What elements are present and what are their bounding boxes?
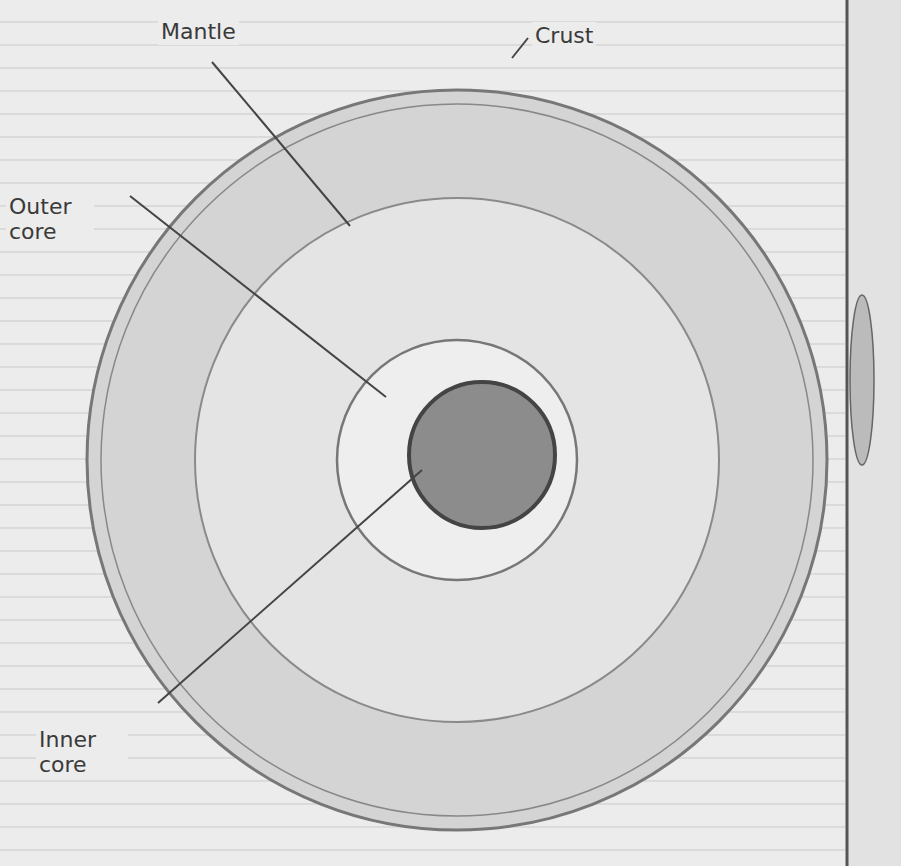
outer-core-label: Outer core — [6, 193, 94, 246]
binding-ring — [850, 295, 874, 465]
outer-core-circle — [337, 340, 577, 580]
crust-inner-edge — [101, 104, 813, 816]
binding-edge — [846, 0, 849, 866]
notebook-binding — [846, 0, 901, 866]
outer-core-leader — [130, 196, 386, 397]
ruled-lines — [0, 22, 845, 850]
inner-core-circle — [409, 382, 555, 528]
mantle-label: Mantle — [158, 18, 239, 45]
crust-leader — [512, 38, 528, 58]
crust-label: Crust — [532, 22, 596, 49]
inner-core-label: Inner core — [36, 726, 128, 779]
leader-lines — [130, 38, 528, 703]
inner-core-leader — [158, 470, 422, 703]
mantle-boundary — [195, 198, 719, 722]
crust-circle — [87, 90, 827, 830]
mantle-leader — [212, 62, 350, 226]
